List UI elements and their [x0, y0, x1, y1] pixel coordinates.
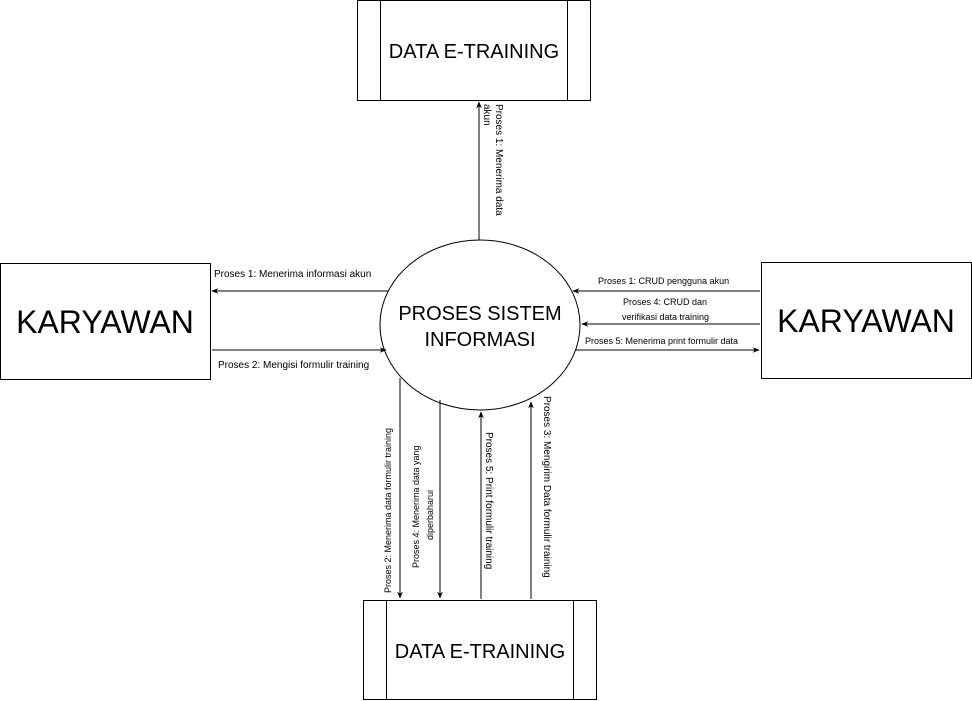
flow-label-right-1: Proses 1: CRUD pengguna akun	[598, 276, 729, 286]
flow-label-bottom-3: Proses 3: Mengirim Data formulir trainin…	[541, 396, 552, 578]
flow-label-bottom-4: Proses 4: Menerima data yang diperbaharu…	[411, 445, 435, 568]
flow-label-bottom-5-text: Proses 5: Print formulir training	[483, 432, 494, 569]
data-store-top-label: DATA E-TRAINING	[389, 41, 559, 63]
flow-label-right-4-line1: Proses 4: CRUD dan	[623, 297, 707, 307]
flow-label-left-1: Proses 1: Menerima informasi akun	[214, 269, 371, 280]
flow-label-right-4-line2: verifikasi data training	[622, 312, 709, 322]
flow-label-right-5: Proses 5: Menerima print formulir data	[585, 336, 738, 346]
entity-right-box	[761, 262, 972, 379]
data-store-bottom: DATA E-TRAINING	[363, 600, 597, 700]
data-store-bottom-box	[363, 600, 597, 700]
data-store-top: DATA E-TRAINING	[357, 0, 591, 101]
entity-left: KARYAWAN	[0, 263, 211, 380]
flow-label-top: Proses 1: Menerima data akun	[481, 104, 504, 216]
data-store-bottom-label: DATA E-TRAINING	[395, 641, 565, 663]
flow-label-left-2: Proses 2: Mengisi formulir training	[218, 360, 369, 371]
flow-label-bottom-4-line2: diperbaharui	[425, 490, 435, 540]
flow-label-bottom-3-text: Proses 3: Mengirim Data formulir trainin…	[541, 396, 552, 578]
entity-right-label: KARYAWAN	[777, 303, 955, 339]
flow-label-top-line2: akun	[481, 104, 492, 126]
flow-label-bottom-5: Proses 5: Print formulir training	[483, 432, 494, 569]
entity-left-label: KARYAWAN	[16, 304, 194, 340]
process-label-line2: INFORMASI	[424, 329, 535, 351]
flow-label-bottom-4-line1: Proses 4: Menerima data yang	[411, 445, 421, 568]
flow-label-bottom-2-text: Proses 2: Menerima data formulir trainin…	[383, 428, 393, 593]
process-node: PROSES SISTEM INFORMASI	[379, 239, 581, 411]
flow-label-bottom-2: Proses 2: Menerima data formulir trainin…	[383, 428, 393, 593]
entity-left-box	[0, 263, 211, 380]
process-ellipse	[379, 239, 581, 411]
flow-label-top-line1: Proses 1: Menerima data	[493, 104, 504, 216]
entity-right: KARYAWAN	[761, 262, 972, 379]
data-store-top-box	[357, 0, 591, 101]
process-label-line1: PROSES SISTEM	[398, 303, 561, 325]
